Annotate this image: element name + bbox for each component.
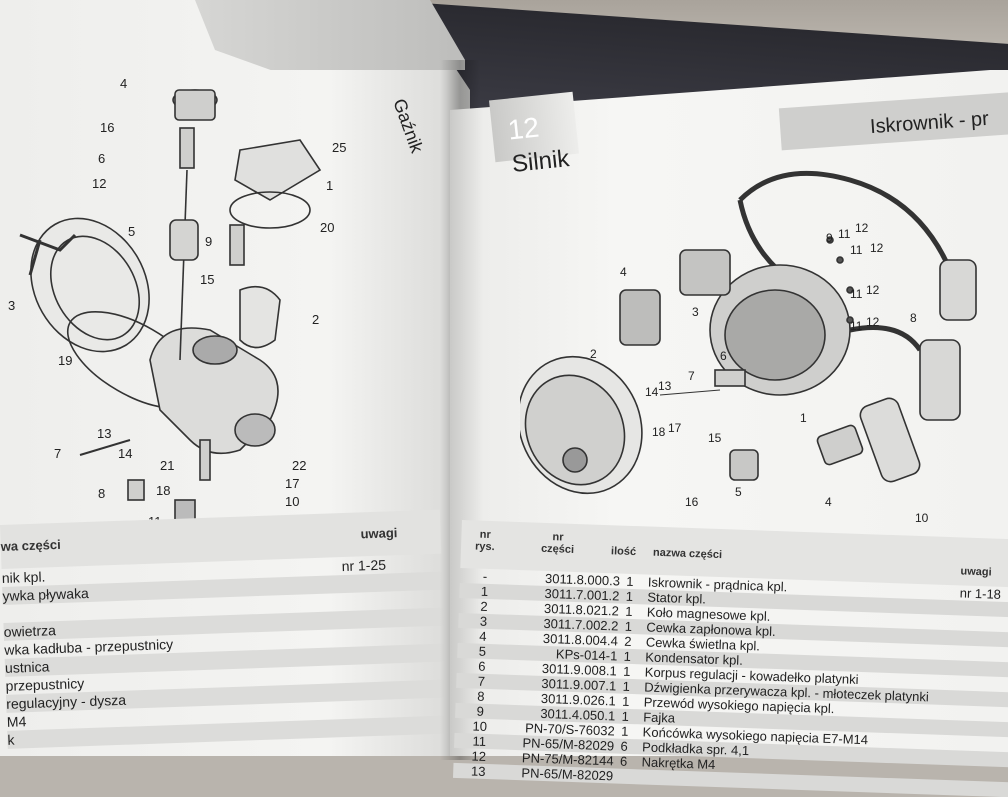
callout-label: 9 <box>826 231 833 245</box>
header-remarks: uwagi <box>360 525 398 542</box>
ignition-coil-part <box>679 249 731 296</box>
magneto-exploded-diagram: 9 11 12 11 12 11 12 11 12 4 3 2 6 7 14 1… <box>520 170 977 525</box>
callout-label: 14 <box>118 446 132 461</box>
header-nr-rys: nr rys. <box>474 528 495 554</box>
spring-part <box>179 127 195 169</box>
callout-label: 19 <box>58 353 72 368</box>
callout-label: 8 <box>910 311 917 325</box>
callout-label: 3 <box>8 298 15 313</box>
right-parts-table: nr rys. nr części ilość nazwa części uwa… <box>452 520 1008 797</box>
callout-label: 16 <box>685 495 699 509</box>
callout-label: 2 <box>312 312 319 327</box>
callout-label: 12 <box>866 315 880 329</box>
callout-label: 5 <box>128 224 135 239</box>
condenser-part <box>729 449 759 481</box>
lever-part <box>19 233 77 276</box>
callout-label: 12 <box>92 176 106 191</box>
header-uwagi: uwagi <box>960 565 992 579</box>
callout-label: 11 <box>850 319 863 333</box>
callout-label: 7 <box>688 369 695 383</box>
ht-cable-part <box>738 170 953 271</box>
callout-label: 6 <box>720 349 727 363</box>
callout-label: 9 <box>205 234 212 249</box>
callout-label: 11 <box>850 243 863 257</box>
callout-label: 12 <box>870 241 884 255</box>
left-parts-table: wa części uwagi nik kpl.nr 1-25 ywka pły… <box>0 509 448 749</box>
left-page-header-band <box>195 0 465 70</box>
callout-label: 18 <box>156 483 170 498</box>
air-filter-part <box>30 217 150 353</box>
header-part-name: wa części <box>0 536 61 554</box>
lighting-coil-part <box>619 289 661 346</box>
callout-label: 10 <box>285 494 299 509</box>
callout-label: 11 <box>850 287 863 301</box>
carburetor-exploded-diagram: 4 16 6 12 5 3 19 13 7 14 8 11 21 18 22 1… <box>8 76 346 529</box>
callout-label: 17 <box>668 421 682 435</box>
callout-label: 5 <box>735 485 742 499</box>
callout-label: 4 <box>120 76 127 91</box>
callout-label: 15 <box>708 431 722 445</box>
callout-label: 12 <box>866 283 880 297</box>
page-number: 12 <box>506 111 541 146</box>
callout-label: 7 <box>54 446 61 461</box>
callout-label: 18 <box>652 425 666 439</box>
header-ilosc: ilość <box>610 545 637 559</box>
header-nr-czesci: nr części <box>540 531 575 556</box>
callout-label: 3 <box>692 305 699 319</box>
callout-label: 22 <box>292 458 306 473</box>
callout-label: 4 <box>825 495 832 509</box>
callout-label: 13 <box>97 426 111 441</box>
spark-plug-cap-part <box>939 259 977 321</box>
callout-label: 4 <box>620 265 627 279</box>
callout-label: 10 <box>915 511 929 525</box>
callout-label: 12 <box>855 221 869 235</box>
callout-label: 6 <box>98 151 105 166</box>
callout-label: 21 <box>160 458 174 473</box>
callout-label: 25 <box>332 140 346 155</box>
callout-label: 11 <box>838 227 851 241</box>
callout-label: 14 <box>645 385 659 399</box>
float-chamber-part <box>239 285 281 349</box>
callout-label: 15 <box>200 272 214 287</box>
callout-label: 1 <box>800 411 807 425</box>
header-nazwa: nazwa części <box>652 546 723 562</box>
callout-label: 1 <box>326 178 333 193</box>
callout-label: 20 <box>320 220 334 235</box>
callout-label: 13 <box>658 379 672 393</box>
cover-part <box>234 139 322 201</box>
callout-label: 17 <box>285 476 299 491</box>
callout-label: 8 <box>98 486 105 501</box>
callout-label: 2 <box>590 347 597 361</box>
slide-part <box>169 219 199 261</box>
callout-label: 16 <box>100 120 114 135</box>
